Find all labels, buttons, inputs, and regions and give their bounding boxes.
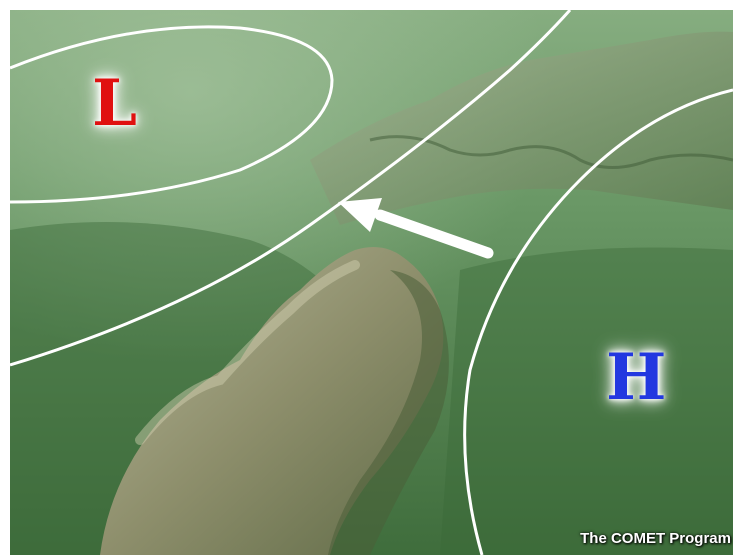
- low-pressure-label: L: [92, 72, 137, 136]
- high-pressure-label: H: [606, 346, 666, 410]
- terrain-diagram: L H The COMET Program: [10, 10, 733, 555]
- credit-text: The COMET Program: [580, 530, 731, 547]
- valley-shade-right: [440, 248, 733, 556]
